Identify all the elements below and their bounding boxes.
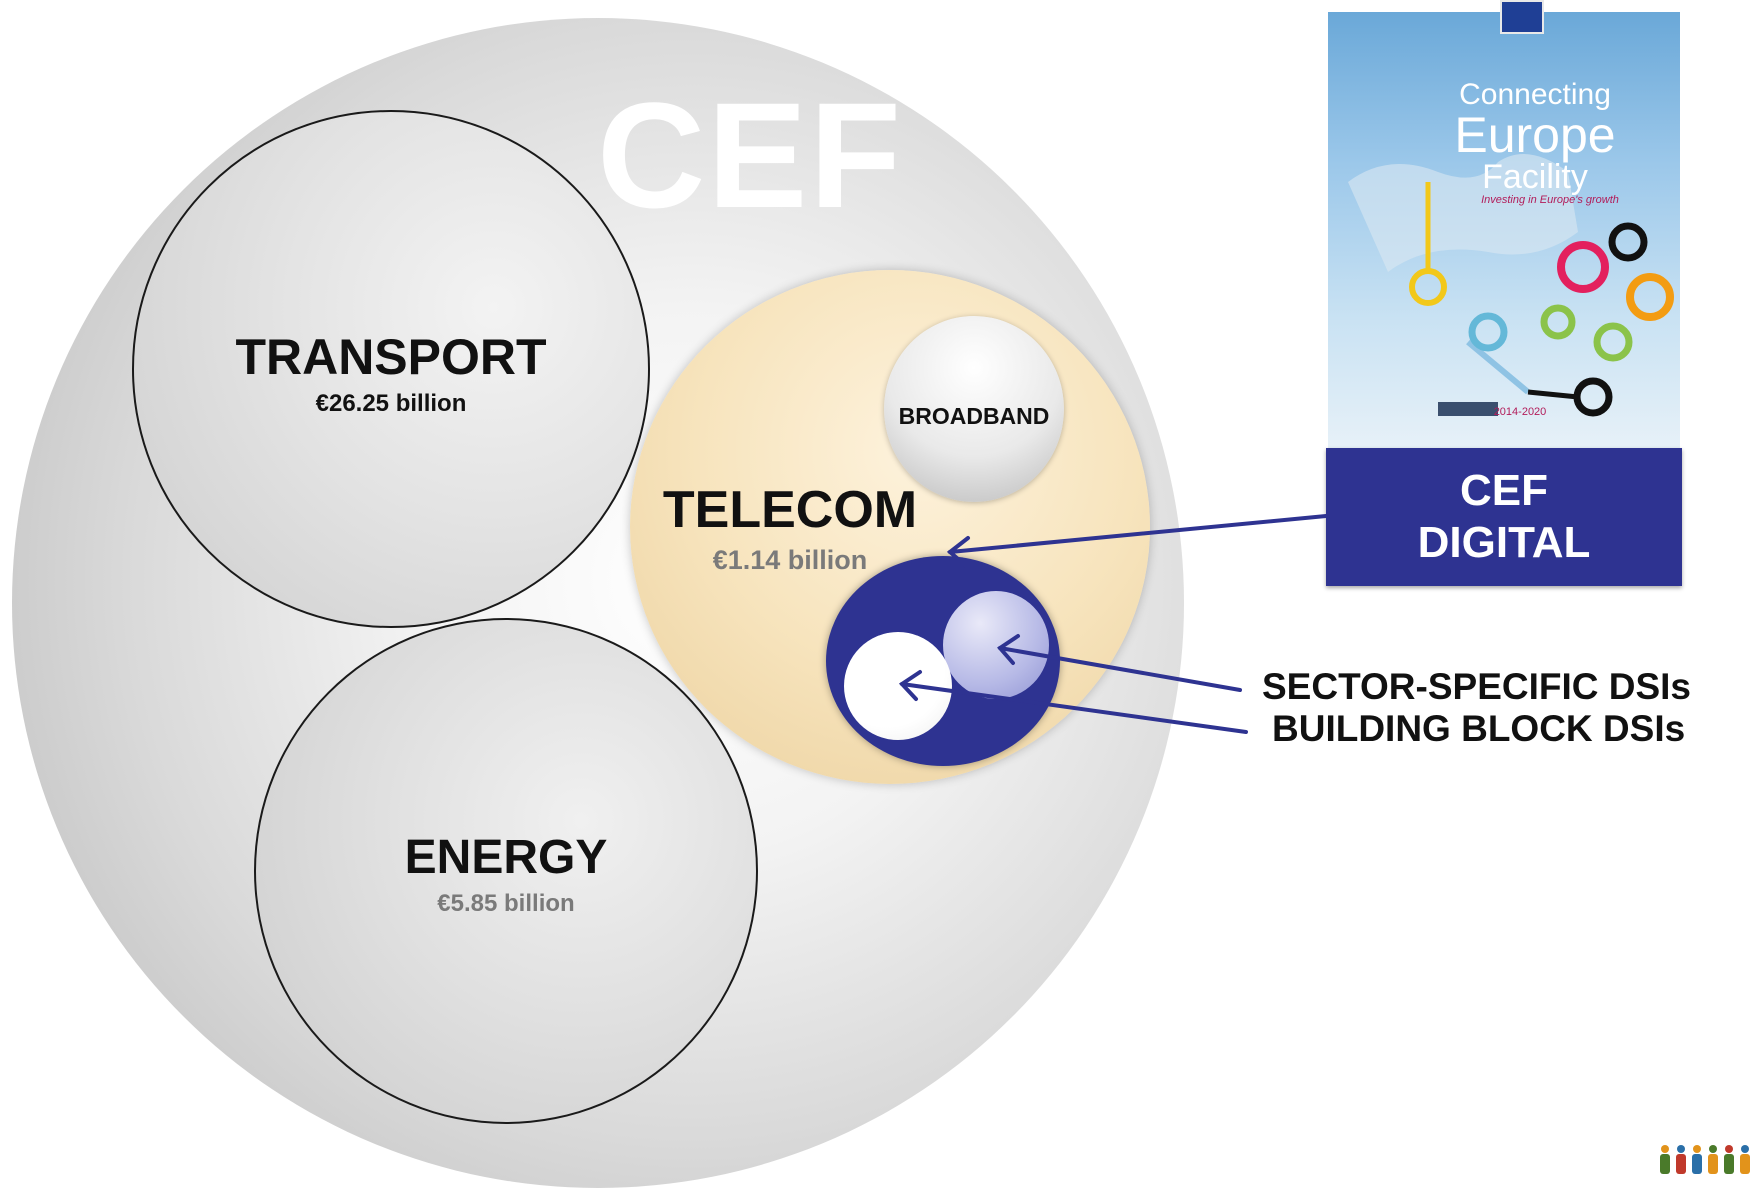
sector-specific-arrow [998,646,1242,692]
building-block-dsis-label: BUILDING BLOCK DSIs [1272,708,1686,749]
broadband-label: BROADBAND [898,403,1050,429]
brochure-title-line3: Facility [1482,158,1588,196]
building-block-arrowhead [898,670,922,701]
cef-digital-line1: CEF [1460,466,1548,516]
cef-title: CEF [597,71,903,239]
brochure-tagline: Investing in Europe's growth [1481,194,1619,206]
cef-digital-line2: DIGITAL [1417,518,1591,567]
brochure-cover-image [1328,12,1680,450]
cef-digital-arrowhead [946,536,970,568]
energy-circle [254,618,758,1124]
broadband-circle [884,316,1064,502]
cef-digital-arrow [948,514,1328,554]
cef-digital-box: CEF DIGITAL [1326,448,1682,586]
people-group-icon [1660,1145,1750,1174]
telecom-label: TELECOM [662,481,918,539]
brochure-illustration [1348,154,1674,417]
energy-label: ENERGY [404,831,608,884]
brochure-title-line1: Connecting [1459,78,1611,111]
telecom-amount: €1.14 billion [712,545,868,575]
transport-label: TRANSPORT [235,329,547,385]
transport-amount: €26.25 billion [315,390,467,417]
transport-circle [132,110,650,628]
building-block-dsi-circle [844,632,952,740]
eu-flag-icon [1500,0,1544,34]
energy-amount: €5.85 billion [437,890,575,917]
sector-specific-dsi-circle [943,591,1049,699]
brochure-title-line2: Europe [1454,107,1616,163]
brochure-years: 2014-2020 [1493,406,1547,418]
brochure-title: Connecting Europe Facility [1420,78,1650,196]
sector-specific-arrowhead [997,634,1020,665]
sector-specific-dsis-label: SECTOR-SPECIFIC DSIs [1262,666,1692,707]
building-block-arrow [900,682,1248,734]
